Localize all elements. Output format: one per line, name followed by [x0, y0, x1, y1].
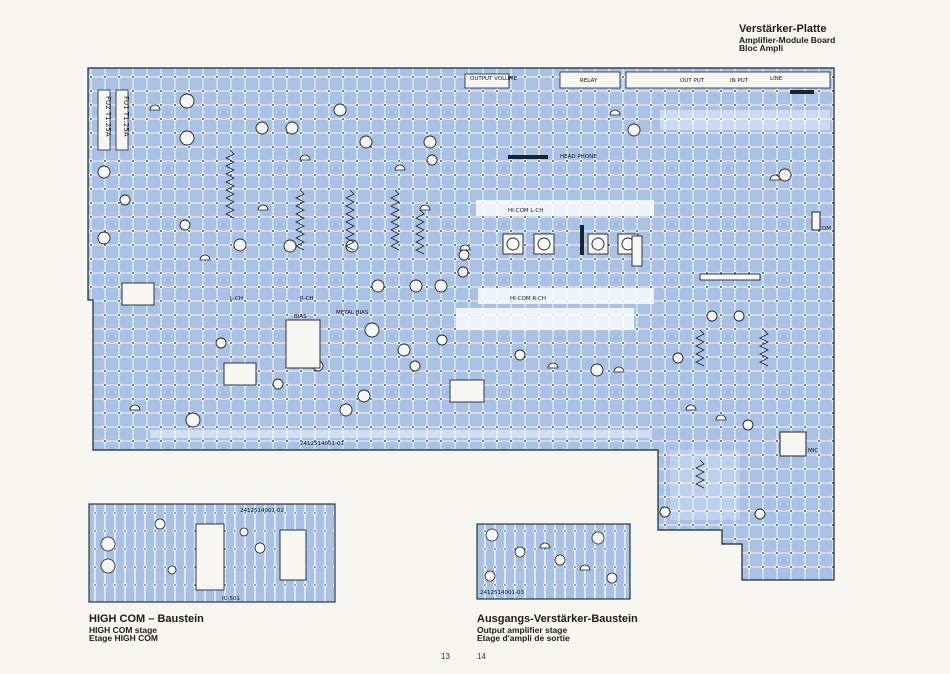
ic-packages	[121, 235, 761, 403]
trace-areas	[150, 110, 830, 520]
output-title-en: Output amplifier stage	[477, 624, 568, 635]
output-volume-label: OUTPUT VOLUME	[470, 76, 518, 82]
output-label: OUT PUT	[680, 78, 705, 84]
lch-label: L-CH	[230, 296, 243, 302]
metal-bias-label: METAL BIAS	[336, 310, 369, 316]
hicom-ic-label: IC-501	[222, 596, 240, 602]
output-part-number: 2412514001-03	[480, 590, 524, 596]
hicom-title-fr: Etage HIGH COM	[89, 633, 158, 644]
hicom-lch-label: HI-COM L-CH	[508, 208, 543, 214]
mic-label: MIC	[808, 448, 818, 454]
main-part-number: 2412514001-01	[300, 441, 344, 447]
hicom-part-number: 2412514001-02	[240, 508, 284, 514]
hicom-rch-label: HI-COM R-CH	[510, 296, 546, 302]
fuse1-label: FU1 T1.25A	[122, 96, 130, 137]
page-number-right: 14	[477, 652, 486, 661]
bias-label: BIAS	[294, 314, 307, 320]
output-title-de: Ausgangs-Verstärker-Baustein	[477, 613, 638, 625]
hicom-title-de: HIGH COM – Baustein	[89, 613, 204, 625]
com-label: COM	[818, 226, 831, 232]
output-board	[476, 523, 631, 600]
line-label: LINE	[770, 76, 783, 82]
rch-label: R-CH	[300, 296, 314, 302]
head-phone-label: HEAD PHONE	[560, 154, 597, 160]
title-top-right: Verstärker-Platte Amplifier-Module Board…	[739, 23, 836, 54]
board-title-fr: Bloc Ampli	[739, 43, 784, 54]
hicom-ics	[195, 523, 307, 591]
trimmers	[364, 233, 639, 357]
board-title-en: Amplifier-Module Board	[739, 34, 836, 45]
output-title-fr: Etage d'ampli de sortie	[477, 633, 570, 644]
page-number-left: 13	[441, 652, 450, 661]
board-title-de: Verstärker-Platte	[739, 23, 827, 35]
title-bottom-left: HIGH COM – Baustein HIGH COM stage Etage…	[89, 613, 204, 644]
hicom-title-en: HIGH COM stage	[89, 624, 158, 635]
resistor-banks	[225, 149, 769, 489]
relay-label: RELAY	[580, 78, 598, 84]
top-connectors	[464, 71, 831, 89]
in-put-label: IN PUT	[730, 78, 749, 84]
title-bottom-right: Ausgangs-Verstärker-Baustein Output ampl…	[477, 613, 638, 644]
fuse2-label: FU2 T1.25A	[104, 96, 112, 137]
transistors	[129, 104, 781, 421]
fuses	[97, 89, 129, 151]
connector-strips	[508, 90, 821, 457]
